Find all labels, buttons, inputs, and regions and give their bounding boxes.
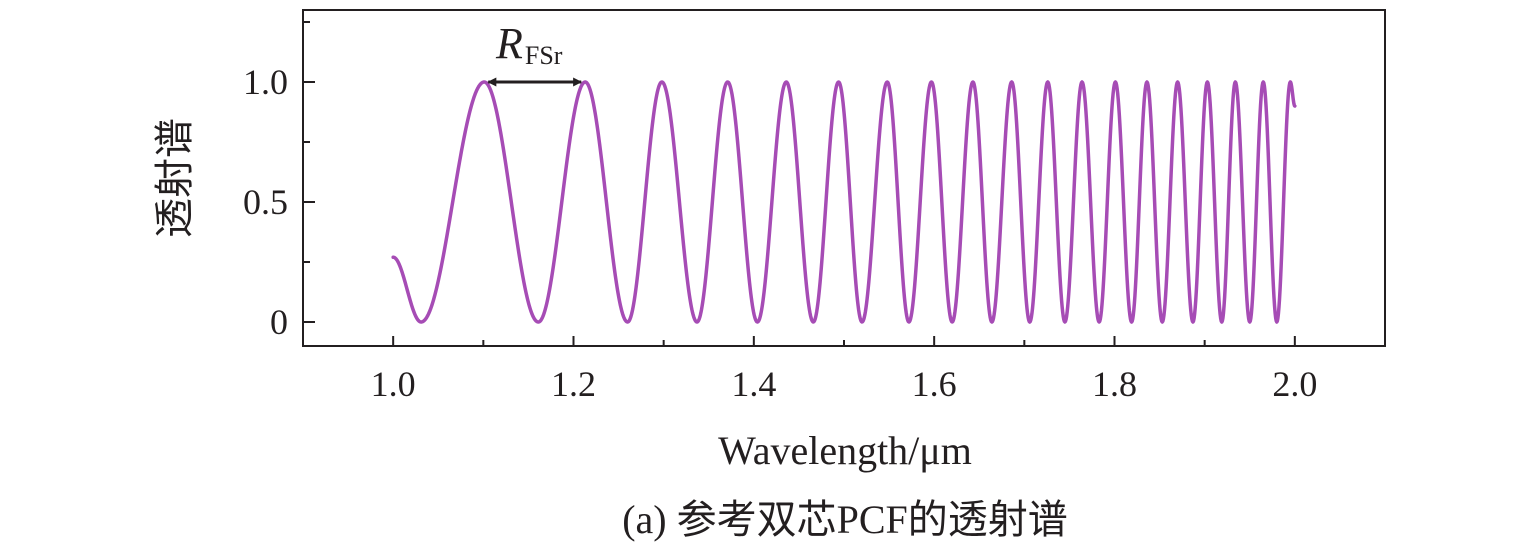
x-tick-label: 1.8 [1092, 364, 1137, 404]
plot-frame [302, 9, 1386, 347]
x-axis-ticks: 1.0 1.2 1.4 1.6 1.8 2.0 [302, 336, 1386, 404]
figure-caption: (a) 参考双芯PCF的透射谱 [622, 497, 1068, 542]
fsr-annotation-subscript: FSr [525, 41, 563, 70]
y-tick-label: 1.0 [243, 62, 288, 102]
fsr-annotation-base: R [495, 19, 523, 68]
transmission-curve [391, 80, 1297, 324]
y-axis-label: 透射谱 [152, 118, 197, 238]
y-tick-label: 0.5 [243, 182, 288, 222]
fsr-annotation-label: RFSr [495, 19, 563, 70]
x-tick-label: 1.4 [731, 364, 776, 404]
x-tick-label: 1.2 [551, 364, 596, 404]
y-axis-ticks: 0 0.5 1.0 [243, 21, 315, 342]
y-tick-label: 0 [270, 302, 288, 342]
x-axis-label: Wavelength/μm [718, 428, 972, 473]
x-tick-label: 1.6 [912, 364, 957, 404]
x-tick-label: 1.0 [371, 364, 416, 404]
x-tick-label: 2.0 [1272, 364, 1317, 404]
